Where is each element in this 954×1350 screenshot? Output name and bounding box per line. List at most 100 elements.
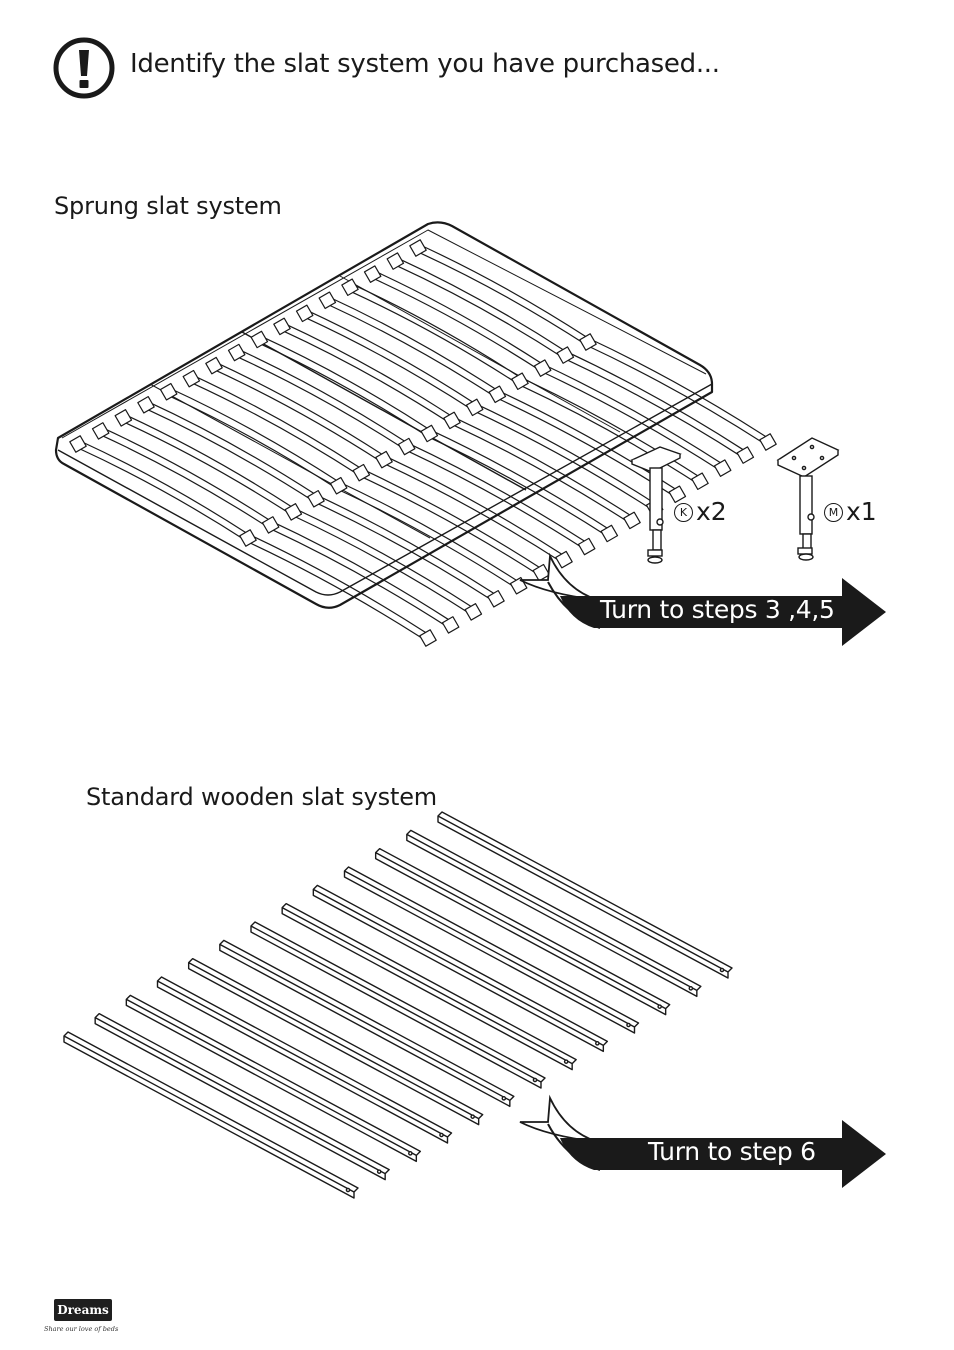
slat-holder [397,437,416,456]
sprung-slat-left [213,361,385,465]
slat-hole [532,1077,538,1083]
sprung-slat-left [327,295,498,399]
part-k-label: K [674,503,693,522]
sprung-slat-right [587,337,769,447]
slat-holder [261,516,280,534]
leg-m-illustration [776,437,840,561]
slat-holder [759,433,777,451]
slat-hole [595,1041,600,1046]
exclamation-icon [53,37,115,99]
sprung-slat-left [417,243,589,347]
slat-holder [341,278,359,296]
slat-holder [159,382,178,401]
wooden-slat [156,976,453,1144]
wooden-slat [125,994,422,1163]
sprung-slat-left [123,413,294,517]
sprung-slat-right [519,376,701,486]
slat-holder [363,265,382,283]
slat-holder [443,411,461,430]
slat-holder [420,424,439,443]
wooden-slat [281,902,577,1071]
standard-arrow-text: Turn to step 6 [648,1137,816,1166]
turn-to-step-6-arrow [519,1094,886,1188]
wooden-slat [406,829,702,998]
slat-holder [386,252,405,270]
slat-holder [114,409,133,427]
sprung-slat-left [77,439,249,543]
wooden-slat [374,847,671,1016]
slat-hole [439,1132,444,1138]
slat-hole [626,1022,631,1028]
slat-hole [657,1004,662,1009]
slat-holder [239,529,257,547]
sprung-slat-right [247,533,429,643]
slat-holder [623,511,641,530]
dreams-logo: Dreams [54,1299,112,1321]
turn-to-steps-3-4-5-arrow [519,552,886,646]
slat-holder [556,346,575,364]
sprung-arrow-text: Turn to steps 3 ,4,5 [600,595,835,624]
slat-holder [375,450,393,469]
sprung-slat-right [293,507,474,617]
sprung-slat-left [168,387,339,491]
slat-holder [409,239,427,257]
part-k-count: x2 [696,497,727,526]
sprung-slat-right [451,415,633,525]
sprung-slat-left [100,426,271,530]
slat-holder [511,372,529,390]
slat-holder [295,304,314,323]
slat-hole [563,1059,569,1064]
slat-hole [376,1169,382,1174]
sprung-slat-right [429,428,610,538]
slat-holder [579,333,597,351]
slat-holder [227,343,246,362]
slat-holder [250,330,269,349]
slat-hole [501,1096,507,1101]
slat-holder [465,398,484,417]
slat-holder [487,590,505,608]
slat-holder [137,396,155,414]
sprung-section-title: Sprung slat system [54,192,282,220]
slat-hole [470,1114,475,1119]
page-heading: Identify the slat system you have purcha… [130,49,720,79]
brand-tagline: Share our love of beds [44,1325,119,1333]
slat-holder [691,472,709,490]
sprung-slat-right [338,481,519,591]
slat-holder [318,291,337,310]
slat-hole [688,986,694,991]
wooden-slat [187,957,484,1126]
slat-holder [69,435,87,453]
slat-holder [441,616,460,634]
slat-holder [307,490,325,508]
wooden-slat [94,1012,390,1181]
sprung-slat-left [349,282,521,386]
sprung-slat-right [315,494,497,604]
slat-holder [668,485,687,504]
leg-k-illustration [630,446,682,564]
slat-holder [182,369,201,388]
sprung-slat-right [565,350,746,460]
sprung-slat-left [281,321,453,425]
sprung-slat-frame-illustration [54,221,777,647]
slat-holder [284,503,303,521]
sprung-slat-left [191,374,362,478]
slat-holder [205,356,223,375]
sprung-slat-right [542,363,723,473]
slat-hole [719,967,725,973]
sprung-slat-right [474,402,655,512]
slat-holder [419,629,437,647]
wooden-slat [343,866,640,1034]
sprung-slat-right [383,455,565,565]
slat-holder [273,317,291,336]
slat-holder [533,359,552,377]
sprung-slat-left [236,347,407,452]
slat-holder [329,476,348,495]
wooden-slat [63,1031,359,1199]
sprung-slat-left [259,334,430,438]
wooden-slat [250,921,546,1089]
slat-holder [736,446,755,464]
slat-hole [345,1187,351,1193]
